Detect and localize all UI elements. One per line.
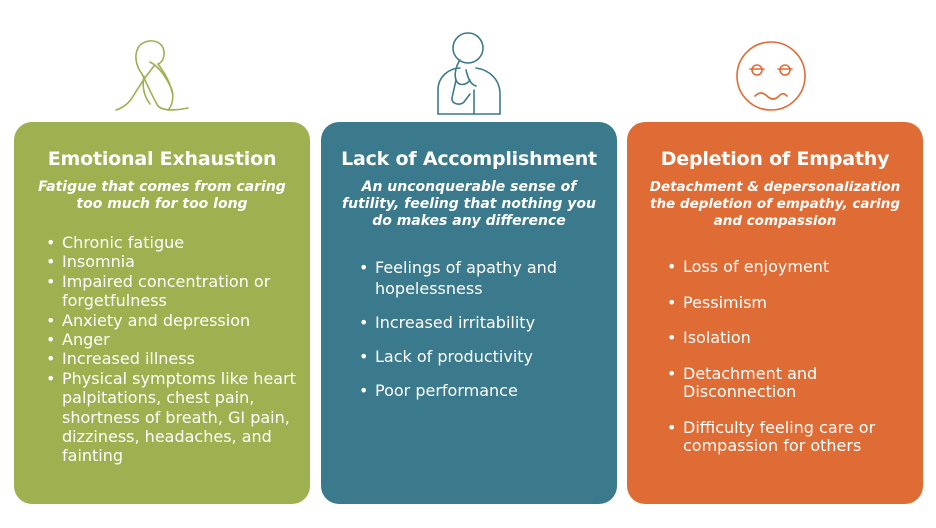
list-item: Physical symptoms like heart palpitation… (44, 369, 298, 466)
list-item: Pessimism (665, 293, 909, 313)
list-item: Feelings of apathy and hopelessness (357, 257, 603, 299)
list-item: Detachment and Disconnection (665, 364, 909, 402)
card-title: Emotional Exhaustion (47, 148, 277, 170)
card-subtitle: Detachment & depersonalization the deple… (649, 179, 901, 229)
card-title: Lack of Accomplishment (341, 148, 597, 170)
symptom-list: Feelings of apathy and hopelessness Incr… (357, 257, 603, 414)
card-title: Depletion of Empathy (660, 148, 890, 170)
list-item: Insomnia (44, 252, 298, 272)
list-item: Increased illness (44, 349, 298, 369)
symptom-list: Loss of enjoyment Pessimism Isolation De… (665, 257, 909, 473)
list-item: Anxiety and depression (44, 311, 298, 331)
card-subtitle: An unconquerable sense of futility, feel… (342, 179, 596, 229)
list-item: Poor performance (357, 380, 603, 401)
list-item: Increased irritability (357, 312, 603, 333)
card-subtitle: Fatigue that comes from caring too much … (38, 179, 286, 212)
list-item: Lack of productivity (357, 346, 603, 367)
list-item: Difficulty feeling care or compassion fo… (665, 418, 909, 456)
list-item: Isolation (665, 328, 909, 348)
thinking-person-icon (437, 32, 501, 115)
emotional-exhaustion-card: Emotional Exhaustion Fatigue that comes … (14, 122, 310, 504)
list-item: Impaired concentration or forgetfulness (44, 272, 298, 311)
curled-up-person-icon (115, 40, 189, 111)
list-item: Chronic fatigue (44, 233, 298, 253)
symptom-list: Chronic fatigue Insomnia Impaired concen… (44, 233, 298, 466)
list-item: Anger (44, 330, 298, 350)
unhappy-face-icon (736, 41, 806, 111)
lack-of-accomplishment-card: Lack of Accomplishment An unconquerable … (321, 122, 617, 504)
depletion-of-empathy-card: Depletion of Empathy Detachment & depers… (627, 122, 923, 504)
list-item: Loss of enjoyment (665, 257, 909, 277)
